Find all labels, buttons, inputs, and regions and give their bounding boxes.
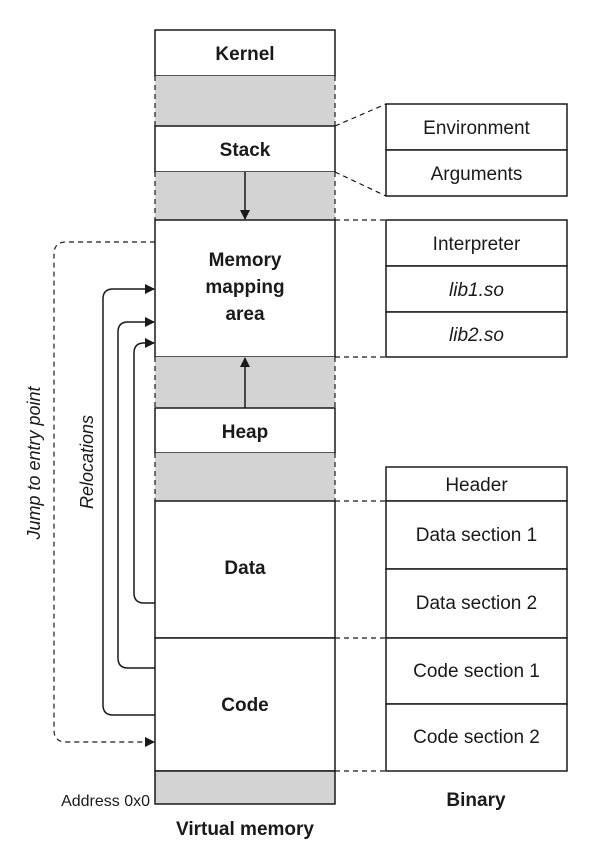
entry-point-arrow	[53, 241, 155, 747]
relocation-arrows	[102, 284, 155, 716]
header-label: Header	[445, 475, 508, 496]
code-section-2-label: Code section 2	[413, 727, 540, 748]
relocation-arrow-middle	[117, 317, 155, 669]
entry-point-label: Jump to entry point	[24, 385, 44, 540]
stack-label: Stack	[220, 140, 271, 161]
code-segment	[154, 637, 336, 772]
arguments-label: Arguments	[431, 164, 523, 185]
binary-sections-group: Header Data section 1 Data section 2 Cod…	[385, 466, 568, 772]
arguments-box	[385, 149, 568, 197]
data-section-2-box	[385, 568, 568, 639]
code-section-1-box	[385, 637, 568, 705]
gap-dashed-borders	[154, 76, 336, 501]
data-section-1-label: Data section 1	[416, 525, 537, 546]
environment-box	[385, 103, 568, 151]
binary-libs-group: Interpreter lib1.so lib2.so	[385, 219, 568, 358]
gap-kernel-stack	[155, 76, 335, 126]
mapping-connectors	[334, 103, 387, 772]
kernel-label: Kernel	[215, 44, 274, 65]
code-section-1-label: Code section 1	[413, 661, 540, 682]
relocation-arrow-outer	[102, 284, 155, 716]
binary-args-group: Environment Arguments	[385, 103, 568, 197]
code-section-2-box	[385, 703, 568, 772]
virtual-memory-column: Kernel Stack Memory mapping area Heap Da…	[154, 29, 336, 805]
lib1-label: lib1.so	[449, 280, 504, 301]
stack-segment	[154, 125, 336, 173]
memory-mapping-label-line3: area	[225, 304, 265, 325]
interpreter-box	[385, 219, 568, 267]
connector-args-top	[334, 103, 387, 127]
lib2-label: lib2.so	[449, 325, 504, 346]
binary-caption: Binary	[446, 790, 506, 811]
lib1-box	[385, 265, 568, 313]
data-section-2-label: Data section 2	[416, 593, 537, 614]
bottom-gap	[154, 770, 336, 805]
address-label: Address 0x0	[61, 793, 150, 810]
header-box	[385, 466, 568, 502]
gap-heap-data	[155, 453, 335, 501]
data-section-1-box	[385, 500, 568, 570]
data-label: Data	[224, 558, 266, 579]
connector-args-bottom	[334, 171, 387, 197]
memory-mapping-label-line1: Memory	[209, 250, 282, 271]
environment-label: Environment	[423, 118, 530, 139]
lib2-box	[385, 311, 568, 358]
relocation-arrow-inner	[133, 338, 155, 604]
memory-mapping-segment	[154, 219, 336, 358]
kernel-segment	[154, 29, 336, 77]
heap-label: Heap	[222, 422, 268, 443]
relocations-label: Relocations	[77, 415, 97, 509]
virtual-memory-caption: Virtual memory	[176, 819, 314, 840]
code-label: Code	[221, 695, 269, 716]
memory-mapping-label-line2: mapping	[205, 277, 284, 298]
data-segment	[154, 500, 336, 639]
interpreter-label: Interpreter	[433, 234, 521, 255]
